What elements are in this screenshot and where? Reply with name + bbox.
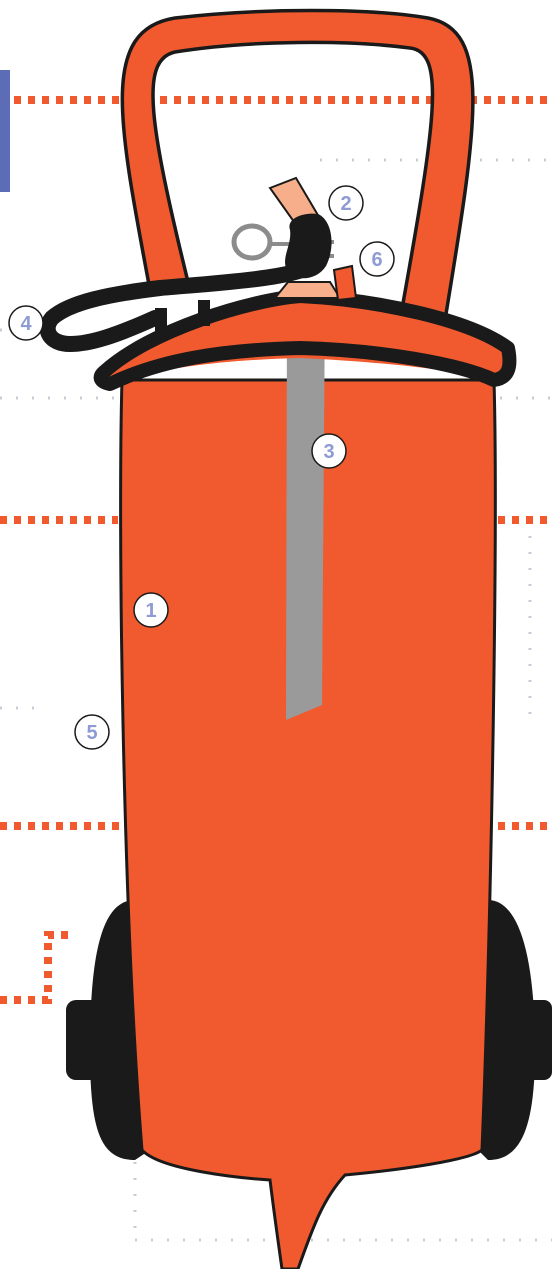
callout-label-3: 3 <box>323 441 334 463</box>
hose-clip <box>155 308 167 338</box>
callout-label-6: 6 <box>371 249 382 271</box>
hose-clip-2 <box>198 300 210 326</box>
side-tab <box>0 70 10 192</box>
callout-5: 5 <box>75 715 109 749</box>
callout-label-2: 2 <box>340 193 351 215</box>
callout-label-5: 5 <box>86 722 97 744</box>
callout-label-1: 1 <box>145 600 156 622</box>
valve-base <box>275 282 340 298</box>
callout-4: 4 <box>9 306 43 340</box>
callout-2: 2 <box>329 186 363 220</box>
valve-head <box>285 214 332 279</box>
left-axle-hub <box>66 1000 106 1080</box>
safety-ring <box>234 226 270 258</box>
stripe-label <box>286 300 325 720</box>
callout-1: 1 <box>134 593 168 627</box>
right-axle-hub <box>525 1000 552 1080</box>
callout-label-4: 4 <box>20 313 32 335</box>
callout-3: 3 <box>312 434 346 468</box>
callout-6: 6 <box>360 242 394 276</box>
pressure-valve <box>334 266 356 300</box>
